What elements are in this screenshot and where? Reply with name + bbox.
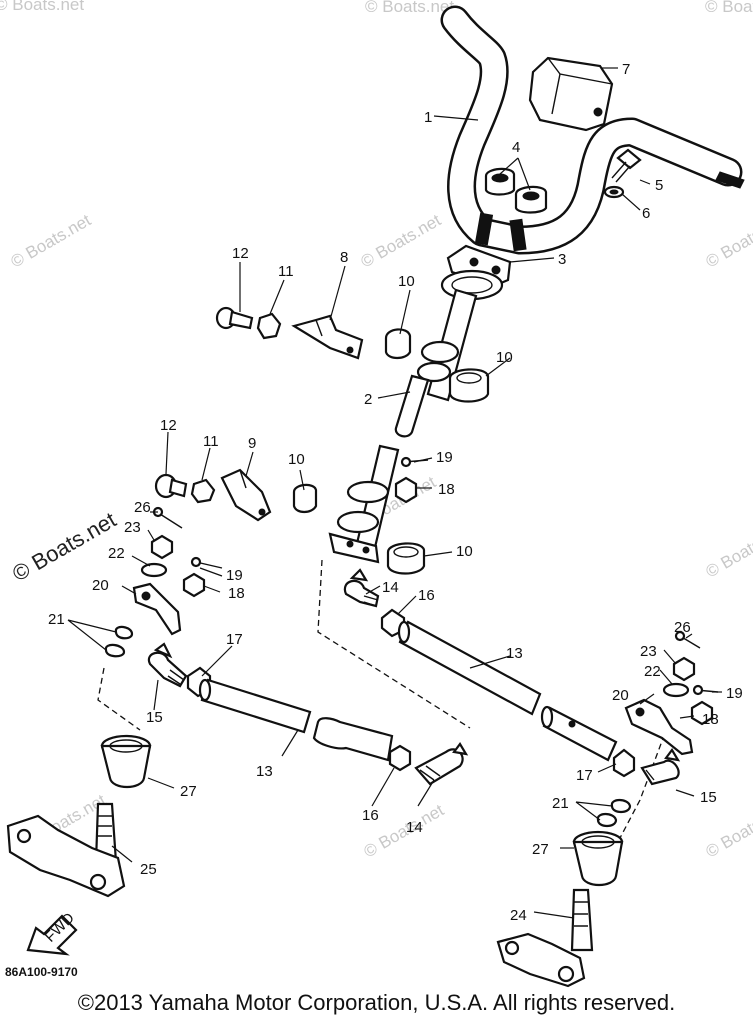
- callout-27b: 27: [532, 841, 549, 858]
- callout-18c: 18: [702, 711, 719, 728]
- watermark: © Boats.net: [8, 210, 95, 271]
- callout-27a: 27: [180, 783, 197, 800]
- dust-boot-left: [100, 734, 152, 789]
- nut: [190, 312, 282, 504]
- callout-19a: 19: [436, 449, 453, 466]
- watermark: © Boats.net: [365, 0, 454, 16]
- lock-washer: [603, 185, 625, 199]
- watermark: © Boats.net: [0, 0, 84, 14]
- callout-23b: 23: [640, 643, 657, 660]
- tie-rod-end: [147, 568, 681, 786]
- callout-24: 24: [510, 907, 527, 924]
- callout-13a: 13: [506, 645, 523, 662]
- watermark-dark: © Boats.net: [8, 507, 120, 586]
- watermark: © Boats.net: [703, 210, 753, 271]
- callout-14a: 14: [382, 579, 399, 596]
- callout-numbers: 1 2 3 4 5 6 7 8 9 10 10 10 10 11 11 12 1…: [48, 61, 743, 924]
- callout-18a: 18: [438, 481, 455, 498]
- small-hardware-left: [140, 506, 183, 578]
- callout-10d: 10: [456, 543, 473, 560]
- callout-10a: 10: [398, 273, 415, 290]
- part-code: 86A100-9170: [5, 965, 78, 979]
- callout-7: 7: [622, 61, 630, 78]
- callout-22b: 22: [644, 663, 661, 680]
- watermark: © Boats.net: [703, 520, 753, 581]
- forward-direction-arrow: FWD: [26, 909, 78, 956]
- handlebar: [440, 5, 745, 255]
- callout-10b: 10: [496, 349, 513, 366]
- callout-26a: 26: [134, 499, 151, 516]
- column-holder-bracket-lower: [220, 468, 272, 522]
- clip-left: [104, 625, 134, 658]
- callout-11b: 11: [203, 433, 219, 450]
- callout-4: 4: [512, 139, 520, 156]
- steering-column: [394, 288, 478, 438]
- column-bushing: [292, 328, 490, 575]
- knuckle-right: [496, 888, 594, 988]
- callout-26b: 26: [674, 619, 691, 636]
- callout-18b: 18: [228, 585, 245, 602]
- handlebar-holders: [484, 167, 548, 214]
- callout-12a: 12: [232, 245, 249, 262]
- callout-13b: 13: [256, 763, 273, 780]
- callout-21a: 21: [48, 611, 65, 628]
- watermark: © Boats.net: [703, 800, 753, 861]
- handlebar-pad: [528, 56, 614, 132]
- knuckle-arm-right: [624, 698, 694, 756]
- clip-right: [596, 798, 632, 828]
- callout-22a: 22: [108, 545, 125, 562]
- callout-1: 1: [424, 109, 432, 126]
- callout-25: 25: [140, 861, 157, 878]
- steering-column-lower: [328, 444, 400, 564]
- callout-3: 3: [558, 251, 566, 268]
- callout-17a: 17: [226, 631, 243, 648]
- knuckle-arm-left: [132, 582, 182, 636]
- column-upper-holder: [440, 244, 512, 301]
- callout-10c: 10: [288, 451, 305, 468]
- callout-23a: 23: [124, 519, 141, 536]
- knuckle-left: [6, 802, 126, 898]
- column-holder-bracket: [291, 314, 364, 360]
- callout-11a: 11: [278, 263, 294, 280]
- tie-rod: [198, 620, 618, 762]
- callout-9: 9: [248, 435, 256, 452]
- callout-2: 2: [364, 391, 372, 408]
- castle-nut: [182, 476, 714, 726]
- callout-20a: 20: [92, 577, 109, 594]
- bolt: [154, 306, 254, 499]
- callout-16a: 16: [418, 587, 435, 604]
- callout-20b: 20: [612, 687, 629, 704]
- callout-6: 6: [642, 205, 650, 222]
- callout-21b: 21: [552, 795, 569, 812]
- watermark: © Boats.net: [358, 210, 445, 271]
- callout-15b: 15: [700, 789, 717, 806]
- callout-8: 8: [340, 249, 348, 266]
- callout-leaders: [67, 67, 722, 919]
- callout-17b: 17: [576, 767, 593, 784]
- callout-12b: 12: [160, 417, 177, 434]
- callout-14b: 14: [406, 819, 423, 836]
- copyright-footer: ©2013 Yamaha Motor Corporation, U.S.A. A…: [77, 990, 676, 1015]
- assembly-lines: [97, 559, 669, 839]
- small-hardware-right: [662, 630, 701, 698]
- callout-19b: 19: [226, 567, 243, 584]
- watermark: © Boats.net: [705, 0, 753, 16]
- callout-5: 5: [655, 177, 663, 194]
- callout-19c: 19: [726, 685, 743, 702]
- callout-15a: 15: [146, 709, 163, 726]
- dust-boot-right: [572, 830, 624, 887]
- callout-16b: 16: [362, 807, 379, 824]
- holder-bolt: [611, 148, 642, 183]
